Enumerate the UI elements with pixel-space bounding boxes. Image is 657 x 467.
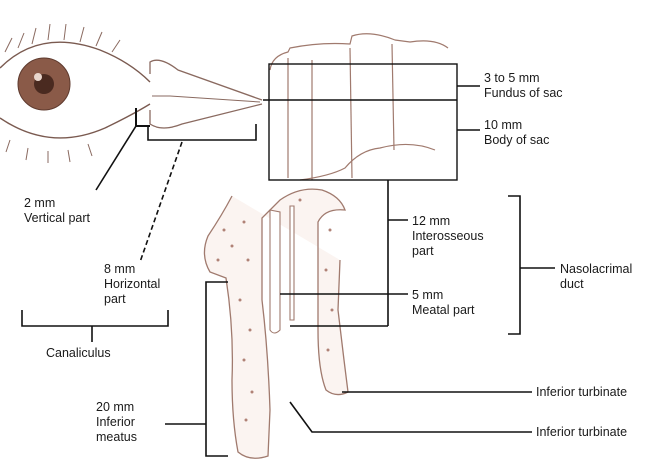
- pupil-highlight: [34, 73, 42, 81]
- nasolacrimal-bracket: [508, 196, 520, 334]
- body-label: 10 mm Body of sac: [484, 118, 549, 148]
- canalicular-inner: [152, 96, 260, 102]
- interosseous-name-1: Interosseous: [412, 229, 484, 244]
- meatus-bracket: [206, 282, 228, 456]
- horizontal-leader: [140, 142, 182, 262]
- nasolacrimal-label: Nasolacrimal duct: [560, 262, 632, 292]
- horizontal-part-bracket: [148, 124, 256, 140]
- fundus-name: Fundus of sac: [484, 86, 563, 101]
- inferior-turbinate-name-2: Inferior turbinate: [536, 425, 627, 440]
- inferior-turbinate-name-1: Inferior turbinate: [536, 385, 627, 400]
- horizontal-label: 8 mm Horizontal part: [104, 262, 160, 307]
- upper-canaliculus: [150, 60, 262, 100]
- interosseous-name-2: part: [412, 244, 484, 259]
- eye: [0, 24, 150, 163]
- turbinate-leader-2: [290, 402, 532, 432]
- lower-eyelid: [0, 104, 150, 138]
- inferior-meatus-label: 20 mm Inferior meatus: [96, 400, 137, 445]
- interosseous-size: 12 mm: [412, 214, 484, 229]
- vertical-leader: [96, 126, 136, 190]
- horizontal-size: 8 mm: [104, 262, 160, 277]
- lower-lashes: [6, 140, 92, 163]
- sac-fold-4: [392, 44, 394, 150]
- meatal-label: 5 mm Meatal part: [412, 288, 475, 318]
- inferior-turbinate-label-1: Inferior turbinate: [536, 385, 627, 400]
- vertical-size: 2 mm: [24, 196, 90, 211]
- fundus-label: 3 to 5 mm Fundus of sac: [484, 71, 563, 101]
- lower-canaliculus: [150, 104, 262, 128]
- horizontal-name-1: Horizontal: [104, 277, 160, 292]
- vertical-label: 2 mm Vertical part: [24, 196, 90, 226]
- canaliculus-name: Canaliculus: [46, 346, 111, 361]
- inferior-turbinate-label-2: Inferior turbinate: [536, 425, 627, 440]
- lacrimal-sac: [270, 34, 448, 180]
- interosseous-label: 12 mm Interosseous part: [412, 214, 484, 259]
- nasolacrimal-name-2: duct: [560, 277, 632, 292]
- meatus-size: 20 mm: [96, 400, 137, 415]
- body-size: 10 mm: [484, 118, 549, 133]
- canaliculi: [150, 60, 262, 128]
- upper-eyelid-lashes: [5, 24, 120, 52]
- nasolacrimal-name-1: Nasolacrimal: [560, 262, 632, 277]
- canaliculus-label: Canaliculus: [46, 346, 111, 361]
- sac-fold-3: [350, 48, 352, 178]
- horizontal-name-2: part: [104, 292, 160, 307]
- canaliculus-bracket: [22, 310, 168, 326]
- sac-lower-tissue: [300, 144, 435, 180]
- body-name: Body of sac: [484, 133, 549, 148]
- meatal-size: 5 mm: [412, 288, 475, 303]
- vertical-name: Vertical part: [24, 211, 90, 226]
- meatus-name-2: meatus: [96, 430, 137, 445]
- meatus-name-1: Inferior: [96, 415, 137, 430]
- fundus-size: 3 to 5 mm: [484, 71, 563, 86]
- sac-box: [269, 64, 457, 180]
- meatal-name: Meatal part: [412, 303, 475, 318]
